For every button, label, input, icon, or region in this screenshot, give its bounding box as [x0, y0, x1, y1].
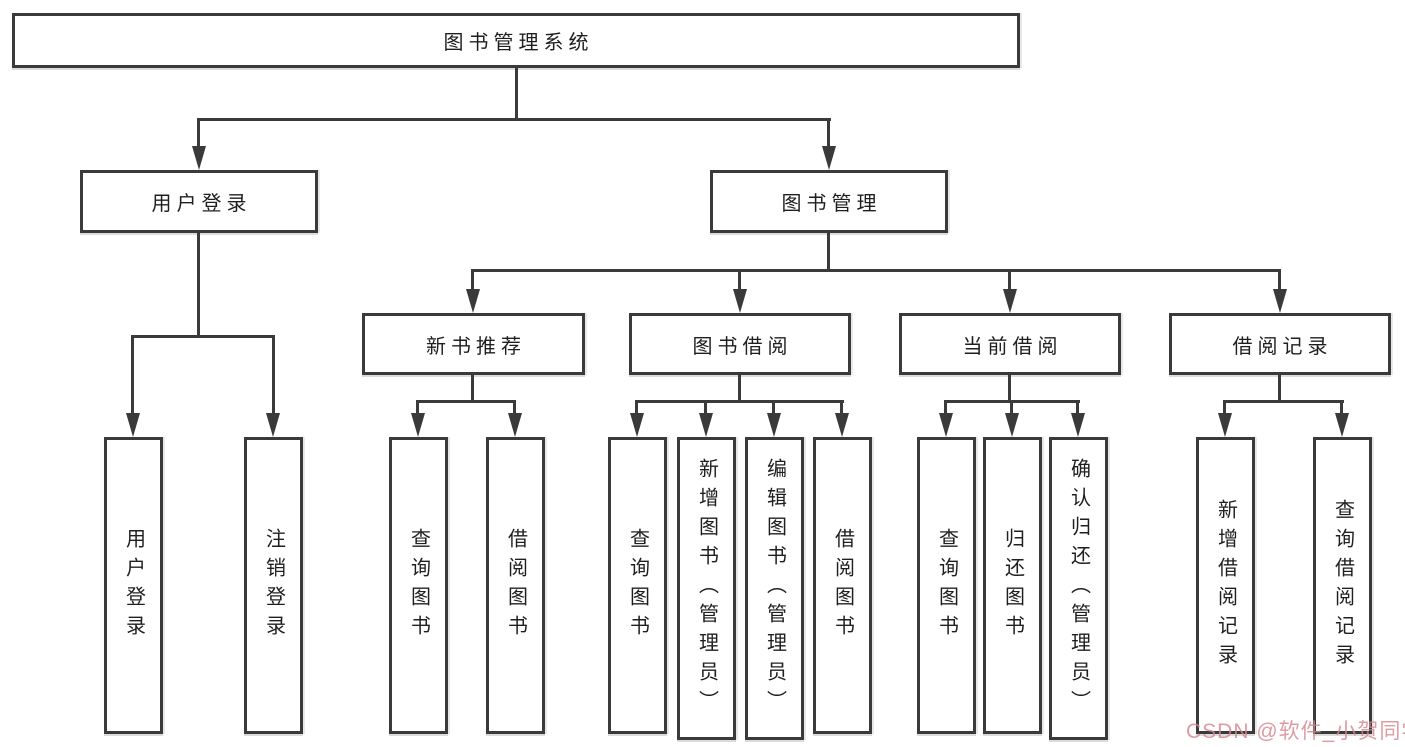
connector-leaf-stem: [272, 335, 275, 415]
connector-leaf-stem: [416, 400, 419, 415]
connector-leaf-stem: [1223, 400, 1226, 415]
connector-arrowhead: [1071, 413, 1085, 437]
connector-arrowhead: [1003, 289, 1017, 313]
connector-leaf-stem: [1340, 400, 1343, 415]
connector-arrowhead: [1005, 413, 1019, 437]
leaf-label: 查询图书: [935, 527, 958, 644]
leaf-label: 查询借阅记录: [1331, 498, 1354, 673]
node-label: 当前借阅: [962, 335, 1063, 358]
node-label: 新书推荐: [426, 335, 526, 358]
connector-leaf-stem: [131, 335, 134, 415]
connector-book-mgmt-down: [827, 233, 830, 272]
node-book-management: 图书管理: [710, 170, 948, 233]
connector-level3-stem: [471, 269, 474, 293]
connector-level3-stem: [1008, 269, 1011, 293]
node-label: 图书借阅: [692, 335, 793, 358]
node-new-book-recommend: 新书推荐: [362, 313, 585, 375]
connector-arrowhead: [939, 413, 953, 437]
node-label: 用户登录: [151, 193, 252, 215]
connector-arrowhead: [733, 289, 747, 313]
leaf-label: 确认归还（管理员）: [1067, 458, 1090, 719]
connector-arrowhead: [508, 413, 522, 437]
connector-leaf-stem: [704, 400, 707, 415]
connector-group-bar: [1223, 400, 1344, 403]
connector-book-mgmt-stem: [827, 118, 830, 150]
connector-level2-bar: [197, 118, 831, 121]
leaf-label: 注销登录: [262, 527, 285, 644]
connector-arrowhead: [126, 413, 140, 437]
connector-level3-stem: [1278, 269, 1281, 293]
connector-arrowhead: [699, 413, 713, 437]
connector-group-stem: [1008, 375, 1011, 403]
leaf-borrow-books-borrow: 借阅图书: [813, 437, 872, 734]
node-user-login: 用户登录: [80, 170, 318, 233]
connector-arrowhead: [835, 413, 849, 437]
node-borrowing-records: 借阅记录: [1169, 313, 1391, 375]
csdn-watermark: CSDN @软件_小贺同学: [1186, 720, 1405, 743]
leaf-borrow-books-recommend: 借阅图书: [486, 437, 545, 734]
leaf-edit-book-admin: 编辑图书（管理员）: [745, 437, 804, 740]
leaf-label: 借阅图书: [504, 527, 527, 644]
connector-level3-bar: [471, 269, 1281, 272]
connector-group-bar: [416, 400, 516, 403]
leaf-label: 查询图书: [626, 527, 649, 644]
connector-level3-stem: [738, 269, 741, 293]
leaf-query-borrow-record: 查询借阅记录: [1313, 437, 1372, 734]
connector-arrowhead: [1273, 289, 1287, 313]
connector-arrowhead: [767, 413, 781, 437]
leaf-label: 编辑图书（管理员）: [763, 458, 786, 719]
connector-group-stem: [1278, 375, 1281, 403]
leaf-query-books-borrow: 查询图书: [608, 437, 667, 734]
connector-arrowhead: [1218, 413, 1232, 437]
connector-leaf-stem: [1076, 400, 1079, 415]
connector-leaf-stem: [772, 400, 775, 415]
connector-leaf-stem: [944, 400, 947, 415]
connector-arrowhead: [411, 413, 425, 437]
connector-group-stem: [471, 375, 474, 403]
connector-leaf-stem: [635, 400, 638, 415]
node-label: 图书管理: [781, 193, 882, 215]
leaf-return-book: 归还图书: [983, 437, 1042, 734]
connector-arrowhead: [192, 146, 206, 170]
leaf-label: 查询图书: [407, 527, 430, 644]
leaf-label: 新增借阅记录: [1214, 498, 1237, 673]
connector-user-login-down: [197, 233, 200, 338]
leaf-add-book-admin: 新增图书（管理员）: [677, 437, 736, 740]
leaf-user-login: 用户登录: [104, 437, 163, 734]
leaf-confirm-return-admin: 确认归还（管理员）: [1049, 437, 1108, 740]
leaf-query-books-current: 查询图书: [917, 437, 976, 734]
connector-arrowhead: [1335, 413, 1349, 437]
leaf-label: 借阅图书: [831, 527, 854, 644]
connector-user-login-bar: [132, 335, 275, 338]
node-current-borrowing: 当前借阅: [899, 313, 1121, 375]
connector-user-login-stem: [197, 118, 200, 150]
connector-group-bar: [635, 400, 844, 403]
leaf-label: 新增图书（管理员）: [695, 458, 718, 719]
node-label: 图书管理系统: [443, 32, 594, 54]
connector-group-stem: [738, 375, 741, 403]
leaf-label: 用户登录: [122, 527, 145, 644]
leaf-query-books-recommend: 查询图书: [389, 437, 448, 734]
connector-leaf-stem: [513, 400, 516, 415]
leaf-add-borrow-record: 新增借阅记录: [1196, 437, 1255, 734]
connector-leaf-stem: [840, 400, 843, 415]
connector-root-stem: [515, 68, 518, 121]
node-book-borrowing: 图书借阅: [629, 313, 851, 375]
leaf-logout: 注销登录: [244, 437, 303, 734]
connector-arrowhead: [822, 146, 836, 170]
connector-leaf-stem: [1010, 400, 1013, 415]
node-library-management-system: 图书管理系统: [12, 13, 1020, 68]
connector-arrowhead: [266, 413, 280, 437]
connector-arrowhead: [466, 289, 480, 313]
leaf-label: 归还图书: [1001, 527, 1024, 644]
node-label: 借阅记录: [1232, 335, 1333, 358]
connector-arrowhead: [630, 413, 644, 437]
